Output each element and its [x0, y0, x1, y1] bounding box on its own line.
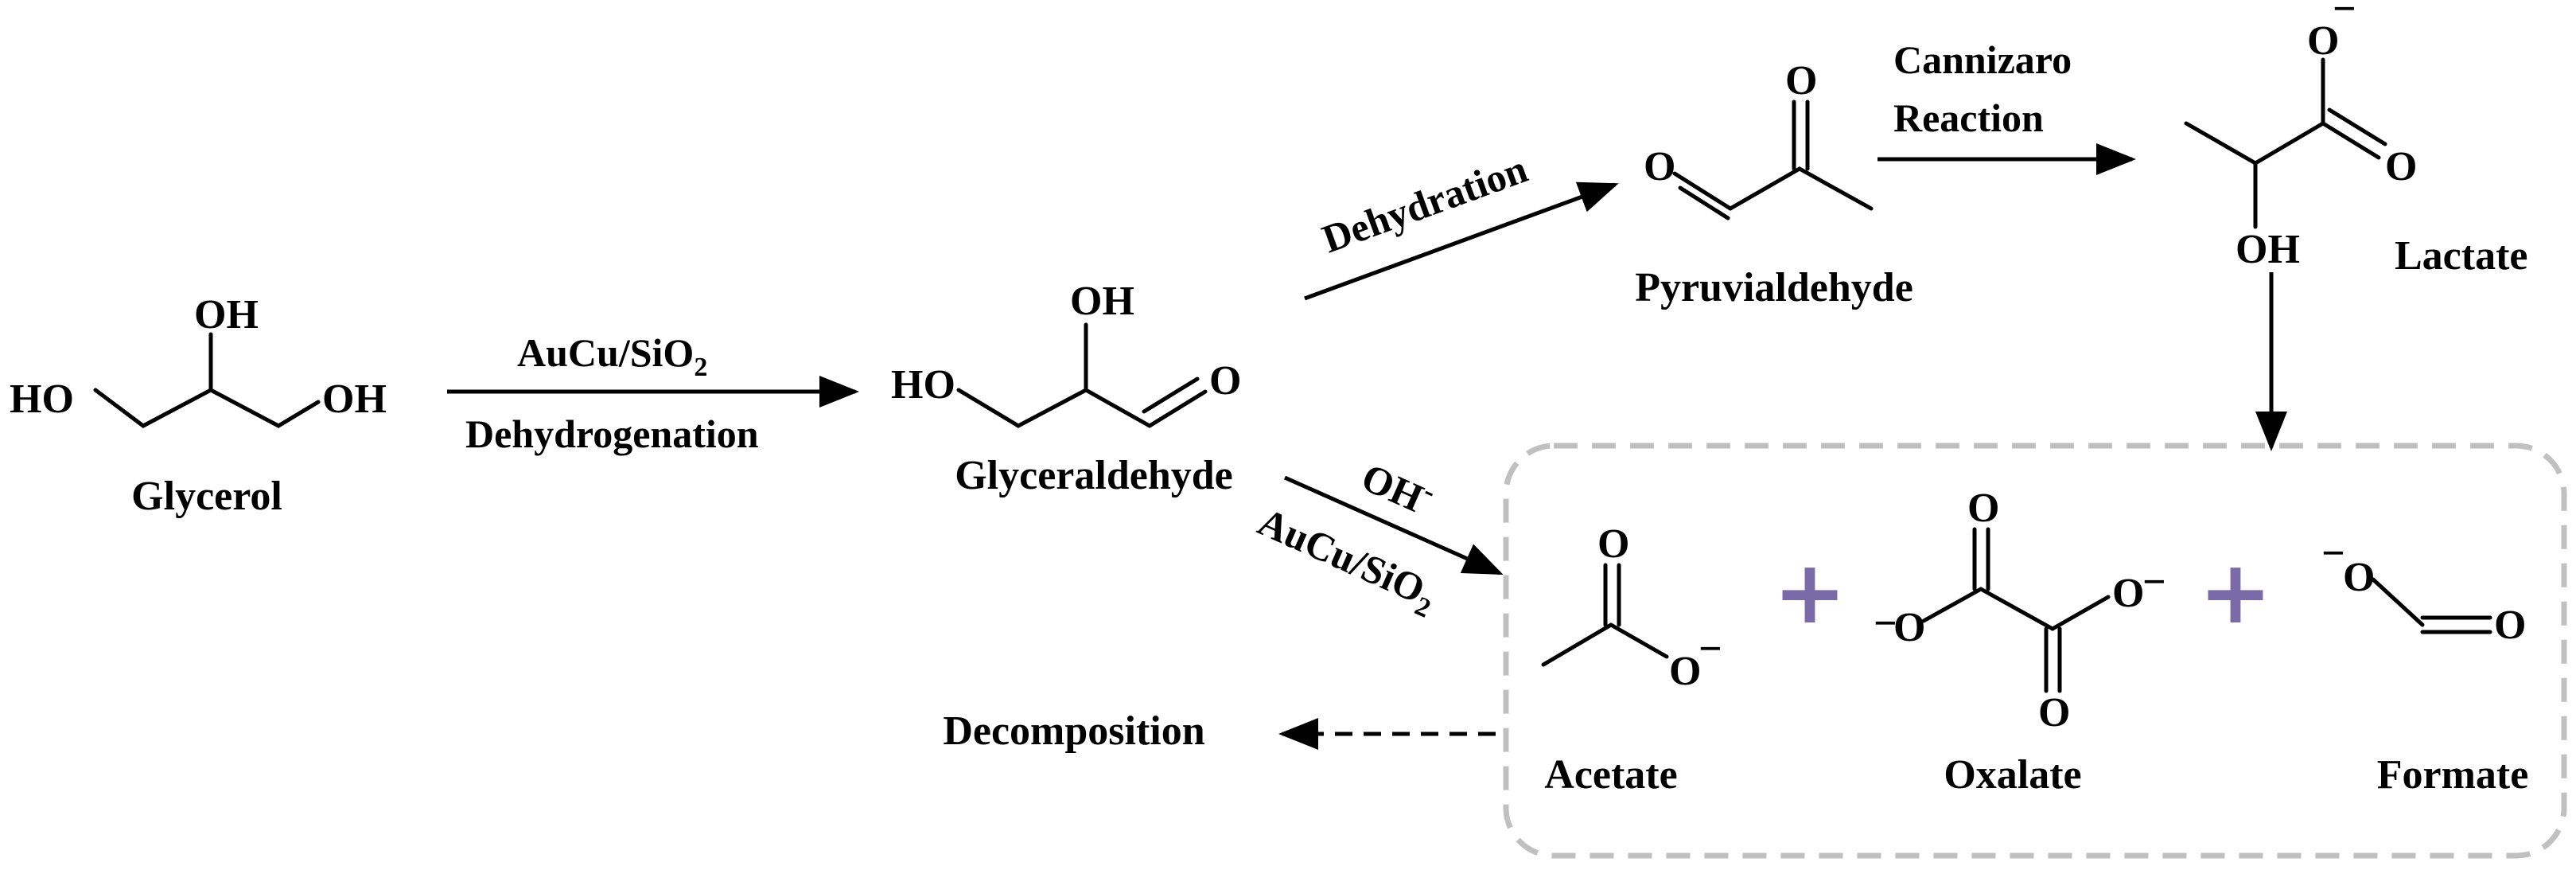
glyceraldehyde-label: Glyceraldehyde: [955, 453, 1233, 498]
formate-c-o-minus-bond: [2371, 577, 2425, 627]
formate-structure: − O O: [2321, 531, 2526, 648]
glyceraldehyde-carbonyl-bond-1: [1147, 389, 1208, 428]
lactate-carbonyl-o: O: [2385, 144, 2417, 189]
decomposition-label: Decomposition: [943, 708, 1204, 754]
oxalate-left-o-minus: O: [1893, 605, 1925, 650]
glycerol-structure: OH HO OH: [10, 292, 387, 428]
oxalate-label: Oxalate: [1944, 752, 2081, 798]
lactate-structure: O − O OH: [2184, 0, 2417, 272]
dehydrogenation-label: Dehydrogenation: [465, 412, 759, 456]
pyruvialdehyde-aldehyde-bond-2: [1678, 185, 1730, 220]
oxalate-top-o: O: [1967, 486, 1999, 531]
dehydration-arrow: [1304, 181, 1619, 301]
oxalate-bottom-o: O: [2038, 690, 2070, 735]
glycerol-ho-left: HO: [10, 376, 74, 422]
cannizaro-label-line1: Cannizaro: [1893, 37, 2072, 82]
lactate-oh: OH: [2236, 227, 2300, 272]
glyceraldehyde-o: O: [1209, 358, 1241, 404]
glyceraldehyde-oh: OH: [1070, 279, 1134, 324]
acetate-structure: O O −: [1541, 521, 1722, 694]
formate-carbonyl-o: O: [2494, 603, 2526, 648]
glycerol-backbone: [93, 388, 321, 428]
glyceraldehyde-backbone: [956, 388, 1152, 428]
glycerol-oh-right: OH: [322, 376, 387, 422]
acetate-minus-charge: −: [1699, 626, 1722, 672]
aucu-sio2-catalyst-label: AuCu/SiO2: [517, 330, 707, 382]
lactate-o-minus: O: [2307, 18, 2339, 64]
aucu-sio2-catalyst-subscript: 2: [694, 353, 707, 382]
oxalate-structure: − O O O − O: [1874, 486, 2166, 735]
dehydration-label: Dehydration: [1317, 146, 1534, 261]
acetate-o-minus: O: [1669, 649, 1701, 694]
oxidation-arrow: [1283, 475, 1504, 575]
plus-sign-2: +: [2199, 541, 2272, 643]
oxalate-right-c-o-bond: [2050, 595, 2111, 631]
pyruvialdehyde-label: Pyruvialdehyde: [1635, 265, 1913, 310]
pyruvialdehyde-ketone-o: O: [1785, 58, 1817, 103]
oxalate-left-c-o-bond: [1921, 587, 1983, 623]
oxalate-right-minus-charge: −: [2142, 560, 2166, 605]
pyruvialdehyde-structure: O O: [1644, 58, 1874, 220]
glyceraldehyde-ho: HO: [891, 362, 955, 408]
acetate-label: Acetate: [1544, 752, 1677, 798]
pyruvialdehyde-aldehyde-bond-1: [1672, 171, 1733, 211]
oxalate-c-c-bond: [1979, 587, 2055, 631]
pyruvialdehyde-backbone: [1728, 166, 1874, 211]
formate-minus-charge: −: [2321, 531, 2345, 576]
acetate-c-o-minus-bond: [1609, 622, 1669, 659]
lactate-carbonyl-bond-2: [2327, 107, 2387, 146]
aucu-sio2-lower-label: AuCu/SiO2: [1249, 499, 1444, 624]
plus-sign-1: +: [1773, 541, 1846, 643]
products-dashed-box: [1503, 443, 2567, 859]
aucu-sio2-catalyst-text: AuCu/SiO: [517, 330, 694, 375]
pyruvialdehyde-aldehyde-o: O: [1644, 144, 1675, 189]
oxalate-right-o-minus: O: [2112, 571, 2144, 616]
lactate-minus-charge: −: [2333, 0, 2356, 32]
formate-o-minus: O: [2343, 555, 2375, 600]
glycerol-label: Glycerol: [131, 474, 282, 519]
oxalate-left-minus-charge: −: [1874, 601, 1897, 646]
acetate-methyl-bond: [1541, 622, 1613, 667]
oh-minus-text: OH: [1356, 455, 1430, 521]
acetate-carbonyl-o: O: [1597, 521, 1629, 567]
formate-label: Formate: [2377, 752, 2529, 798]
glyceraldehyde-carbonyl-bond-2: [1142, 376, 1200, 414]
cannizaro-label-line2: Reaction: [1893, 96, 2044, 140]
glycerol-oh-top: OH: [194, 292, 259, 337]
lactate-carbonyl-bond-1: [2321, 121, 2381, 160]
lactate-backbone: [2184, 121, 2325, 166]
glyceraldehyde-structure: OH HO O: [891, 279, 1241, 428]
lactate-label: Lactate: [2395, 233, 2527, 279]
